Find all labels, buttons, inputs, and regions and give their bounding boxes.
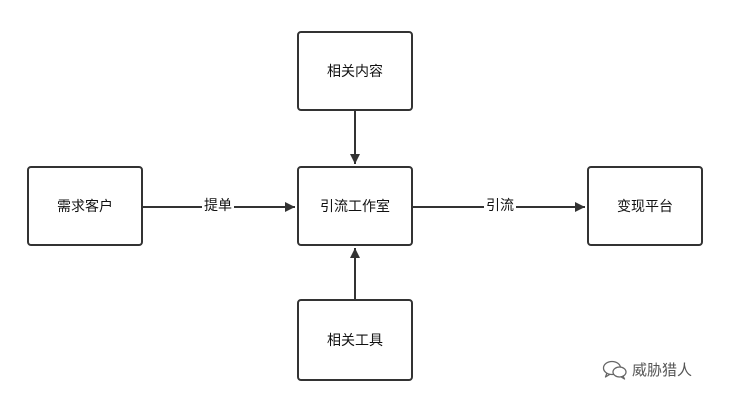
watermark: 威胁猎人 <box>602 359 692 380</box>
edge-label-traffic: 引流 <box>484 198 516 214</box>
edge-label-order: 提单 <box>202 198 234 214</box>
watermark-text: 威胁猎人 <box>632 361 693 379</box>
wechat-chat-icon <box>602 360 628 380</box>
node-traffic-studio: 引流工作室 <box>297 166 413 246</box>
node-related-content: 相关内容 <box>297 31 413 111</box>
node-demand-customer: 需求客户 <box>27 166 143 246</box>
node-related-tools: 相关工具 <box>297 299 413 381</box>
node-monetization-platform: 变现平台 <box>587 166 703 246</box>
